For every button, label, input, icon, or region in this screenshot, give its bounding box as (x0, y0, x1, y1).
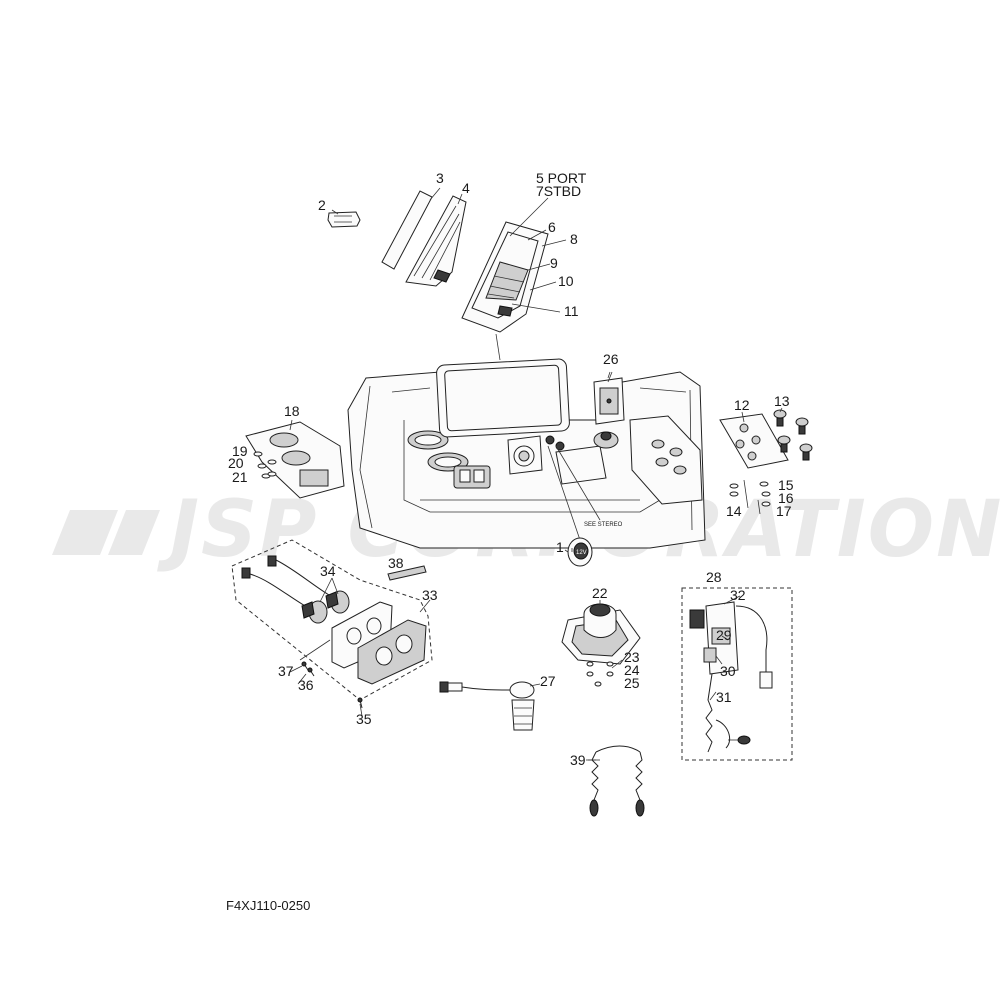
parts-19-21-fasteners (253, 451, 277, 479)
callout-36: 36 (298, 677, 314, 693)
part-1-12v-socket: 12V (547, 445, 593, 567)
callout-8: 8 (570, 231, 578, 247)
callout-1: 1 (556, 539, 564, 555)
part-12-switch-plate (719, 413, 789, 469)
callout-34: 34 (320, 563, 336, 579)
part-2-clip (327, 211, 361, 228)
part-22-control-base (561, 603, 641, 687)
socket-label: 12V (576, 550, 587, 556)
callout-2: 2 (318, 197, 326, 213)
callout-17: 17 (776, 503, 792, 519)
parts-35-37-screws (299, 639, 363, 709)
part-38-label (387, 565, 427, 581)
callout-11: 11 (564, 303, 579, 319)
part-27-connector (439, 681, 541, 731)
callout-31: 31 (716, 689, 732, 705)
callout-26: 26 (603, 351, 619, 367)
part-26-phone-mount (593, 371, 625, 425)
part-29-32-switch-assembly (689, 601, 773, 753)
part-33-plate (331, 601, 427, 685)
callout-5-port: 5 PORT (536, 170, 587, 186)
drawing-code: F4XJ110-0250 (226, 898, 310, 913)
group-33-38-boundary (231, 539, 433, 701)
callout-14: 14 (726, 503, 742, 519)
callout-29: 29 (716, 627, 732, 643)
part-39-lanyard (588, 745, 645, 817)
callout-18: 18 (284, 403, 300, 419)
callout-21: 21 (232, 469, 248, 485)
stereo-note-text: SEE STEREO (584, 522, 623, 528)
part-34-harness (241, 555, 350, 624)
callout-12: 12 (734, 397, 750, 413)
callout-30: 30 (720, 663, 736, 679)
stereo-note: SEE STEREO (555, 445, 623, 528)
callout-16: 16 (778, 490, 794, 506)
callout-13: 13 (774, 393, 790, 409)
callout-39: 39 (570, 752, 586, 768)
group-28-boundary (681, 587, 793, 761)
dashboard-display-screen (436, 358, 570, 438)
part-13-switches (773, 409, 813, 461)
callout-10: 10 (558, 273, 574, 289)
callout-35: 35 (356, 711, 372, 727)
part-4-bezel (405, 195, 467, 287)
callout-7-stbd: 7STBD (536, 183, 581, 199)
part-18-cupholder-plate (245, 421, 345, 499)
callout-25: 25 (624, 675, 640, 691)
callout-4: 4 (462, 180, 470, 196)
callout-20: 20 (228, 455, 244, 471)
callout-15: 15 (778, 477, 794, 493)
callout-27: 27 (540, 673, 556, 689)
callout-labels: 2 3 4 5 PORT 7STBD 6 8 9 10 11 26 18 19 … (228, 170, 794, 768)
parts-14-17-fasteners (729, 479, 771, 515)
callout-32: 32 (730, 587, 746, 603)
callout-33: 33 (422, 587, 438, 603)
callout-23: 23 (624, 649, 640, 665)
callout-9: 9 (550, 255, 558, 271)
part-6-display-housing (461, 221, 549, 333)
callout-3: 3 (436, 170, 444, 186)
leader-lines (289, 187, 783, 761)
callout-38: 38 (388, 555, 404, 571)
callout-24: 24 (624, 662, 640, 678)
watermark-logo-mark (52, 510, 160, 555)
callout-22: 22 (592, 585, 608, 601)
callout-28: 28 (706, 569, 722, 585)
callout-6: 6 (548, 219, 556, 235)
callout-19: 19 (232, 443, 248, 459)
callout-37: 37 (278, 663, 294, 679)
